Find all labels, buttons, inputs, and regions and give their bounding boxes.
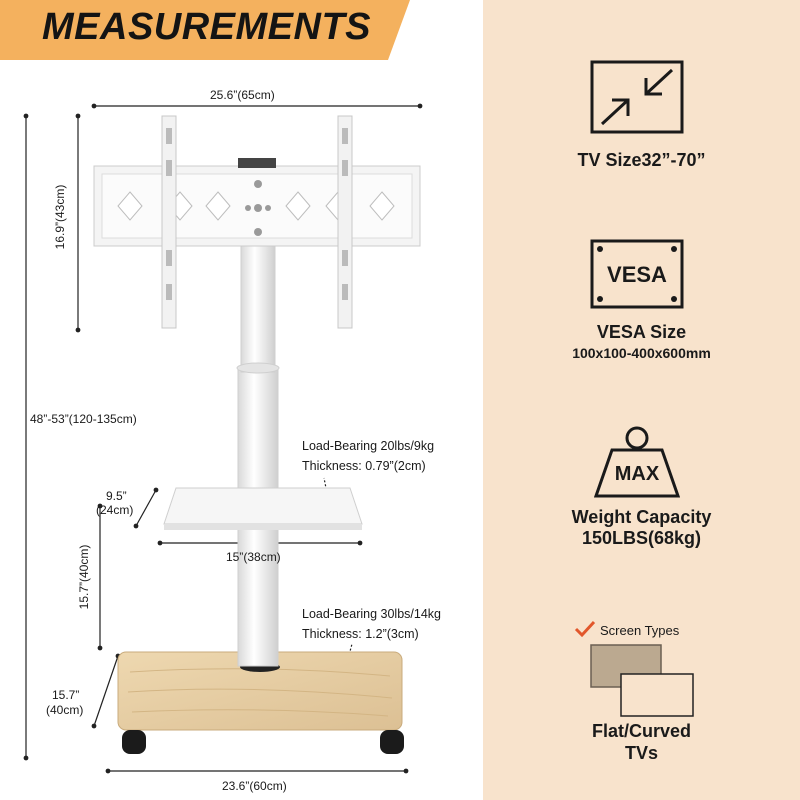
shelf-thickness-note: Thickness: 0.79”(2cm) bbox=[302, 459, 426, 473]
shelf-depth-line bbox=[133, 487, 159, 529]
shelf-note-leader bbox=[323, 477, 329, 499]
shelf-depth-label-1: 9.5” bbox=[106, 489, 127, 503]
shelf-load-note: Load-Bearing 20lbs/9kg bbox=[302, 439, 435, 453]
tv-stand-illustration bbox=[23, 103, 423, 774]
base-load-note: Load-Bearing 30lbs/14kg bbox=[302, 607, 441, 621]
flat-curved-line-1: Flat/Curved bbox=[591, 721, 692, 741]
checkmark-icon bbox=[574, 620, 596, 638]
base-thickness-note: Thickness: 1.2”(3cm) bbox=[302, 627, 419, 641]
shelf-height-label: 15.7”(40cm) bbox=[77, 544, 91, 610]
shelf-width-label: 15”(38cm) bbox=[226, 550, 281, 564]
vesa-icon-text: VESA bbox=[607, 262, 667, 287]
max-icon-text: MAX bbox=[615, 463, 660, 485]
vesa-mount-plate bbox=[93, 158, 421, 247]
weight-capacity-title: Weight Capacity bbox=[571, 507, 712, 527]
vesa-size-title: VESA Size bbox=[596, 322, 687, 342]
caster-wheels bbox=[122, 730, 404, 754]
total-height-label: 48”-53”(120-135cm) bbox=[30, 412, 137, 426]
screen-types-label: Screen Types bbox=[600, 623, 680, 638]
base-depth-line bbox=[91, 653, 121, 729]
middle-shelf bbox=[163, 487, 363, 530]
upper-pole bbox=[240, 243, 276, 373]
base-width-label: 23.6”(60cm) bbox=[222, 779, 287, 793]
mount-brackets bbox=[161, 115, 353, 329]
weight-capacity-value: 150LBS(68kg) bbox=[581, 528, 702, 548]
banner-shape bbox=[0, 0, 410, 60]
vesa-size-value: 100x100-400x600mm bbox=[572, 345, 711, 361]
title-banner: MEASUREMENTS bbox=[0, 0, 410, 60]
tv-size-label: TV Size32”-70” bbox=[577, 150, 706, 170]
base-depth-label-2: (40cm) bbox=[46, 703, 84, 717]
base-depth-label-1: 15.7” bbox=[52, 688, 80, 702]
mount-height-label: 16.9”(43cm) bbox=[53, 184, 67, 250]
vesa-icon: VESA bbox=[590, 239, 684, 309]
flat-curved-line-2: TVs bbox=[624, 743, 658, 763]
resize-arrows-icon bbox=[590, 60, 684, 134]
shelf-depth-label-2: (24cm) bbox=[96, 503, 134, 517]
screen-types-icon bbox=[590, 644, 694, 717]
mount-width-label: 25.6”(65cm) bbox=[210, 88, 275, 102]
weight-icon: MAX bbox=[594, 426, 680, 498]
page-title: MEASUREMENTS bbox=[42, 6, 372, 48]
